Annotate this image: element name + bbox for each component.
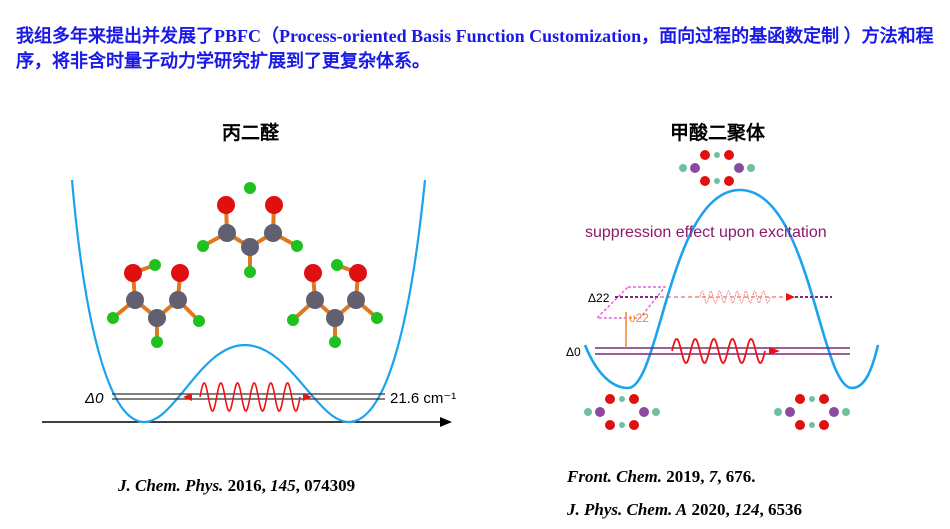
atom [287, 314, 299, 326]
atom [291, 240, 303, 252]
tunneling-wave-excited [699, 290, 771, 304]
atom [809, 422, 815, 428]
dimer-right [774, 394, 850, 430]
atom [819, 394, 829, 404]
atom [700, 176, 710, 186]
atom [605, 394, 615, 404]
atom [306, 291, 324, 309]
atom [217, 196, 235, 214]
atom [124, 264, 142, 282]
atom [149, 259, 161, 271]
atom [619, 422, 625, 428]
atom [734, 163, 744, 173]
atom [774, 408, 782, 416]
atom [829, 407, 839, 417]
atom [169, 291, 187, 309]
atom [639, 407, 649, 417]
citation-right-1: Front. Chem. 2019, 7, 676. [567, 467, 756, 486]
atom [371, 312, 383, 324]
atom [842, 408, 850, 416]
atom [690, 163, 700, 173]
atom [171, 264, 189, 282]
atom [244, 182, 256, 194]
atom [331, 259, 343, 271]
atom [107, 312, 119, 324]
atom [724, 176, 734, 186]
tunneling-wave-ground [671, 338, 766, 364]
atom [629, 394, 639, 404]
atom [264, 224, 282, 242]
double-well-curve [70, 179, 427, 424]
splitting-label: 21.6 cm⁻¹ [390, 390, 456, 407]
suppression-annotation: suppression effect upon excitation [585, 224, 827, 241]
molecule-top [197, 182, 303, 278]
atom [795, 420, 805, 430]
wave-arrow-left-icon [183, 393, 192, 401]
atom [747, 164, 755, 172]
right-potential-diagram: suppression effect upon excitation Δ22 υ… [566, 150, 880, 430]
atom [584, 408, 592, 416]
dimer-left [584, 394, 660, 430]
tunneling-wave [199, 382, 301, 412]
atom [151, 336, 163, 348]
atom [193, 315, 205, 327]
atom [218, 224, 236, 242]
atom [595, 407, 605, 417]
barrier-curve [583, 188, 880, 390]
atom [629, 420, 639, 430]
left-figure-title: 丙二醛 [222, 123, 280, 144]
nu22-label: υ22 [629, 311, 649, 325]
atom [349, 264, 367, 282]
atom [714, 178, 720, 184]
delta0-label-right: Δ0 [566, 345, 581, 359]
wave-arrow-right-icon [303, 393, 312, 401]
molecule-right [287, 259, 383, 348]
atom [652, 408, 660, 416]
atom [329, 336, 341, 348]
atom [700, 150, 710, 160]
molecule-left [107, 259, 205, 348]
atom [605, 420, 615, 430]
atom [197, 240, 209, 252]
atom [714, 152, 720, 158]
atom [126, 291, 144, 309]
atom [265, 196, 283, 214]
atom [304, 264, 322, 282]
citation-right-2: J. Phys. Chem. A 2020, 124, 6536 [567, 500, 803, 519]
citation-left: J. Chem. Phys. 2016, 145, 074309 [118, 476, 356, 495]
excitation-plane [595, 286, 667, 319]
delta0-label: Δ0 [84, 390, 104, 407]
atom [785, 407, 795, 417]
atom [619, 396, 625, 402]
atom [819, 420, 829, 430]
right-figure-title: 甲酸二聚体 [670, 123, 766, 144]
atom [724, 150, 734, 160]
axis-arrow-icon [440, 417, 452, 427]
atom [326, 309, 344, 327]
atom [244, 266, 256, 278]
dimer-top [679, 150, 755, 186]
atom [679, 164, 687, 172]
atom [148, 309, 166, 327]
atom [241, 238, 259, 256]
intro-text: 我组多年来提出并发展了PBFC（Process-oriented Basis F… [16, 26, 934, 71]
atom [809, 396, 815, 402]
atom [347, 291, 365, 309]
delta22-label: Δ22 [588, 291, 610, 305]
atom [795, 394, 805, 404]
left-potential-diagram: Δ0 21.6 cm⁻¹ [42, 179, 456, 427]
